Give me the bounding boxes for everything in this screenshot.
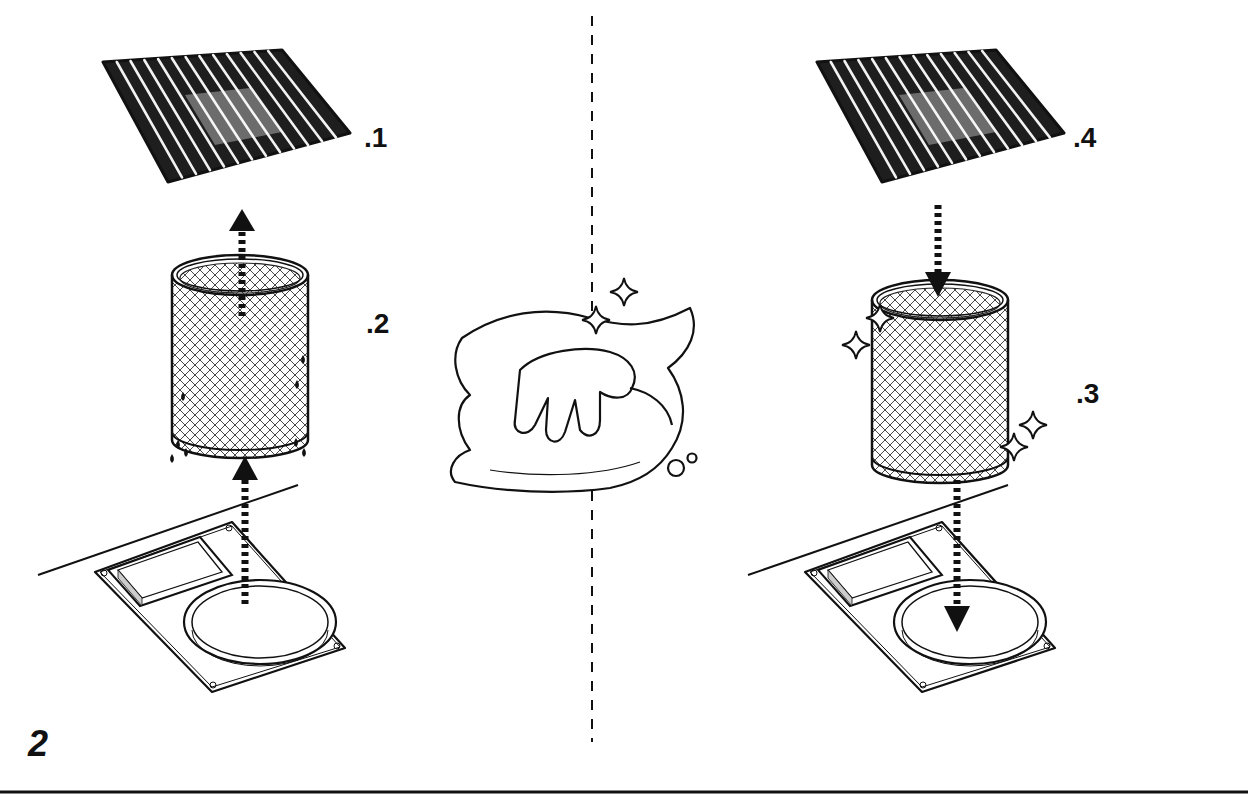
cleaning-hand <box>451 308 697 492</box>
sparkle <box>610 278 638 306</box>
filter-basket <box>172 255 308 462</box>
grate <box>817 50 1064 182</box>
housing-base <box>38 485 345 692</box>
figure-number: 2 <box>28 726 48 762</box>
lift-arrow <box>229 209 258 605</box>
filter-basket <box>872 280 1008 487</box>
housing-base <box>748 485 1055 692</box>
bottom-rule <box>0 791 1248 794</box>
grate <box>103 50 350 182</box>
callout-number: .1 <box>364 124 387 152</box>
sparkle <box>842 331 870 359</box>
sparkle <box>582 306 610 334</box>
callout-number: .4 <box>1073 124 1096 152</box>
sparkle <box>1019 411 1047 439</box>
insert-arrow <box>925 205 970 632</box>
callout-number: .3 <box>1076 380 1099 408</box>
sparkle <box>866 304 894 332</box>
sparkle <box>1000 433 1028 461</box>
water-drops <box>170 355 306 463</box>
callout-number: .2 <box>366 310 389 338</box>
